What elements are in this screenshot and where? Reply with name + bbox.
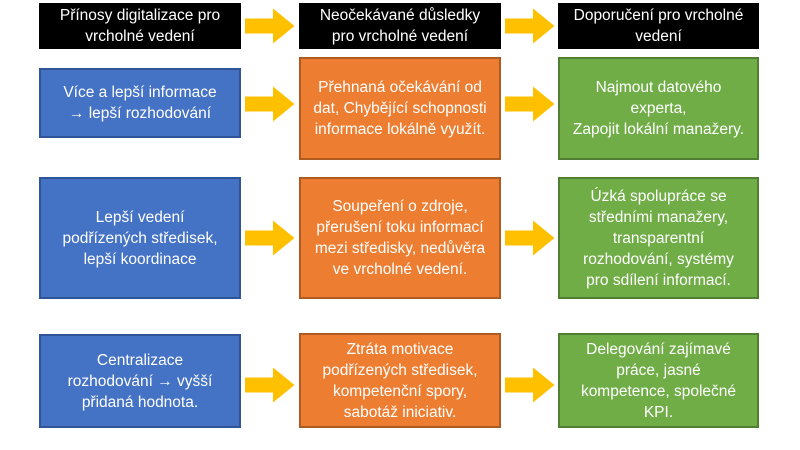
header-box-recommendations: Doporučení pro vrcholné vedení xyxy=(558,3,759,49)
recommendation-row1-label: Najmout datového experta, Zapojit lokáln… xyxy=(572,79,745,138)
header-benefits-label: Přínosy digitalizace pro vrcholné vedení xyxy=(59,7,221,45)
consequence-row1-label: Přehnaná očekávání od dat, Chybějící sch… xyxy=(313,79,487,138)
header-consequences-label: Neočekávané důsledky pro vrcholné vedení xyxy=(319,7,481,45)
recommendation-row2-label: Úzká spolupráce se středními manažery, t… xyxy=(583,187,734,289)
consequence-box-row1: Přehnaná očekávání od dat, Chybějící sch… xyxy=(299,57,501,160)
right-arrow-icon xyxy=(245,367,295,403)
header-box-benefits: Přínosy digitalizace pro vrcholné vedení xyxy=(39,3,241,49)
header-box-consequences: Neočekávané důsledky pro vrcholné vedení xyxy=(299,3,501,49)
right-arrow-icon xyxy=(505,367,555,403)
benefit-box-row2: Lepší vedení podřízených středisek, lepš… xyxy=(39,177,241,299)
recommendation-box-row3: Delegování zajímavé práce, jasné kompete… xyxy=(558,333,759,428)
right-arrow-icon xyxy=(505,220,555,256)
right-arrow-icon xyxy=(505,86,555,122)
header-recommendations-label: Doporučení pro vrcholné vedení xyxy=(573,7,744,45)
right-arrow-icon xyxy=(245,86,295,122)
benefit-row2-label: Lepší vedení podřízených středisek, lepš… xyxy=(62,208,218,268)
benefit-row1-label: Více a lepší informace → lepší rozhodová… xyxy=(63,84,217,122)
right-arrow-icon xyxy=(245,8,295,44)
consequence-row2-label: Soupeření o zdroje, přerušení toku infor… xyxy=(314,198,486,278)
consequence-row3-label: Ztráta motivace podřízených středisek, k… xyxy=(322,340,478,421)
recommendation-row3-label: Delegování zajímavé práce, jasné kompete… xyxy=(580,340,737,421)
benefit-box-row3: Centralizace rozhodování → vyšší přidaná… xyxy=(39,334,241,428)
consequence-box-row3: Ztráta motivace podřízených středisek, k… xyxy=(299,333,501,428)
right-arrow-icon xyxy=(245,220,295,256)
recommendation-box-row1: Najmout datového experta, Zapojit lokáln… xyxy=(558,57,759,160)
right-arrow-icon xyxy=(505,8,555,44)
benefit-box-row1: Více a lepší informace → lepší rozhodová… xyxy=(39,68,241,138)
consequence-box-row2: Soupeření o zdroje, přerušení toku infor… xyxy=(299,177,501,299)
benefit-row3-label: Centralizace rozhodování → vyšší přidaná… xyxy=(67,351,213,411)
recommendation-box-row2: Úzká spolupráce se středními manažery, t… xyxy=(558,177,759,299)
